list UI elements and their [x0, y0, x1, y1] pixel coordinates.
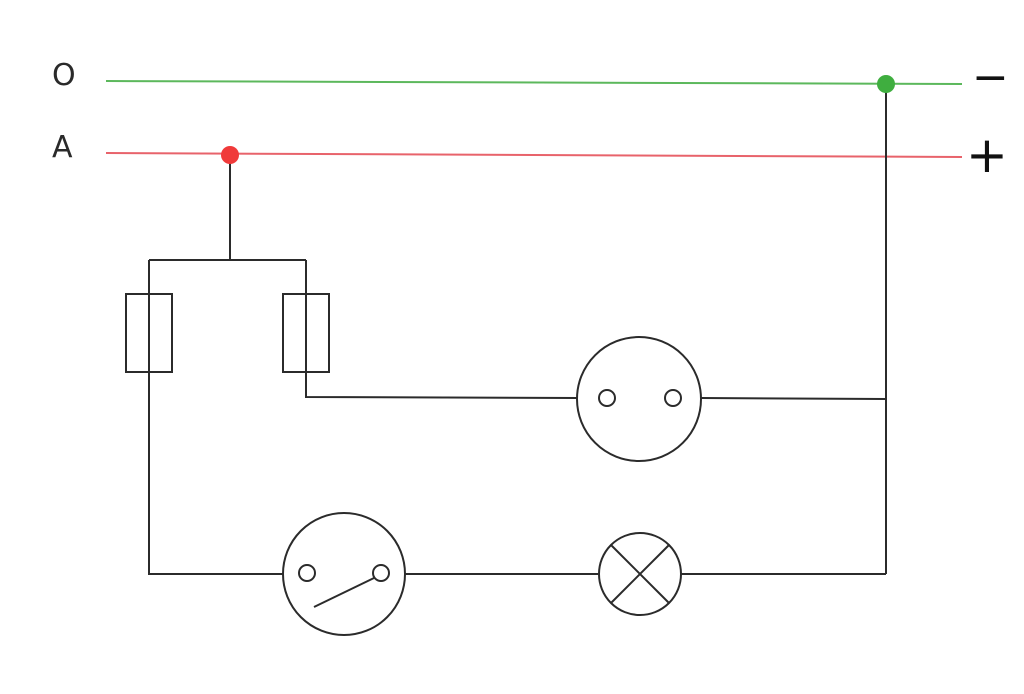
neutral-line-o: [105, 80, 963, 85]
phase-line-a: [105, 152, 963, 158]
plus-sign: +: [966, 126, 1008, 184]
fuse-left: [125, 293, 173, 373]
wire-socket-to-neutral: [700, 397, 887, 400]
label-o: O: [52, 58, 76, 93]
phase-junction-dot: [221, 146, 239, 164]
fuse-right: [282, 293, 330, 373]
socket-icon: [576, 336, 702, 462]
lamp-icon: [598, 532, 682, 616]
wire-left-fuse-to-switch: [148, 372, 284, 575]
minus-sign: −: [972, 52, 1009, 103]
neutral-junction-dot: [877, 75, 895, 93]
wire-right-fuse-to-socket: [305, 372, 579, 399]
label-a: A: [52, 130, 73, 165]
switch-icon: [282, 512, 406, 636]
